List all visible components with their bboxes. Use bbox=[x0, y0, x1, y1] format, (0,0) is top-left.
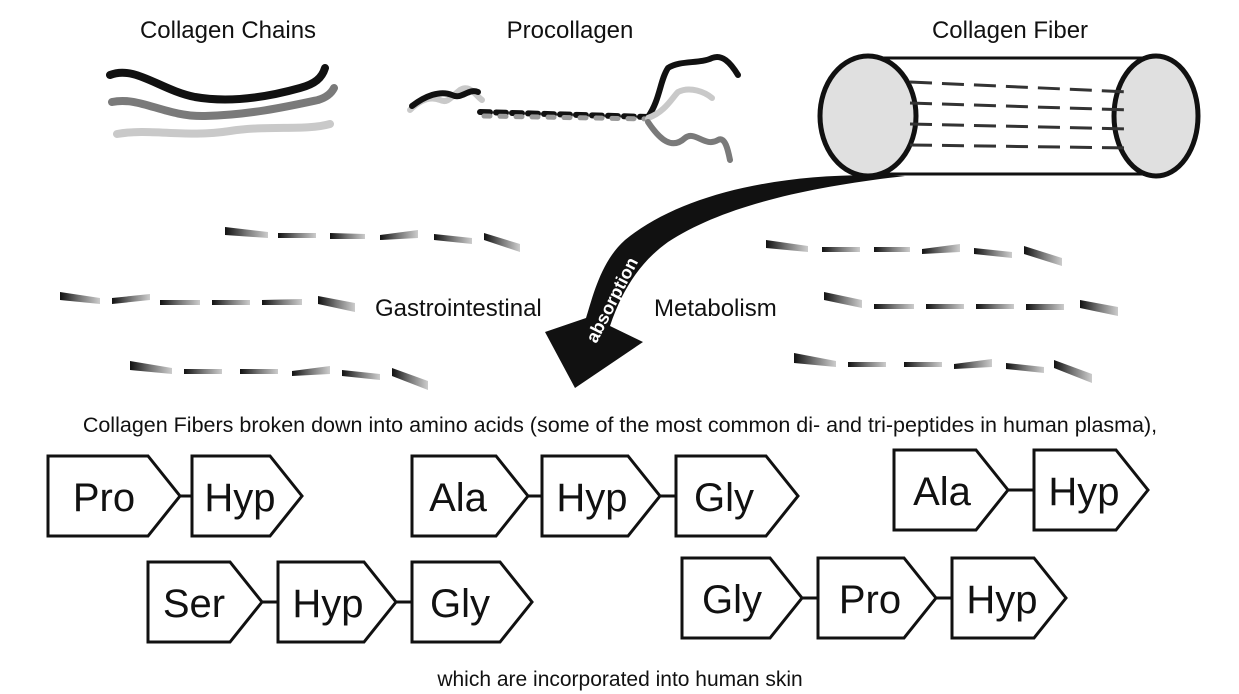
skin-caption: which are incorporated into human skin bbox=[436, 668, 802, 691]
amino-acid-label: Hyp bbox=[556, 476, 627, 520]
amino-acid-label: Ala bbox=[913, 470, 972, 514]
procollagen-illustration bbox=[410, 57, 738, 160]
amino-acid-label: Gly bbox=[702, 578, 762, 622]
chain-dark bbox=[110, 68, 325, 100]
peptide-chain: Gly Pro Hyp bbox=[682, 558, 1066, 638]
amino-acid-label: Hyp bbox=[204, 476, 275, 520]
fragment-row-1 bbox=[225, 227, 520, 252]
peptide-chains: Pro Hyp Ala Hyp Gly Ala Hyp bbox=[48, 450, 1148, 642]
amino-acid-label: Hyp bbox=[292, 582, 363, 626]
amino-acid-label: Hyp bbox=[966, 578, 1037, 622]
fragment-row-5 bbox=[824, 292, 1118, 316]
collagen-fiber-title: Collagen Fiber bbox=[932, 17, 1088, 44]
amino-acid-label: Gly bbox=[430, 582, 490, 626]
procollagen-title: Procollagen bbox=[507, 17, 634, 44]
amino-acid-label: Pro bbox=[839, 578, 901, 622]
collagen-fiber-illustration bbox=[820, 56, 1198, 176]
breakdown-caption: Collagen Fibers broken down into amino a… bbox=[83, 413, 1157, 437]
amino-acid-label: Ser bbox=[163, 582, 225, 626]
chain-light bbox=[117, 124, 330, 134]
fragment-row-2 bbox=[60, 292, 355, 312]
fragment-row-3 bbox=[130, 361, 428, 390]
fragment-row-4 bbox=[766, 240, 1062, 266]
amino-acid-label: Pro bbox=[73, 476, 135, 520]
peptide-chain: Ser Hyp Gly bbox=[148, 562, 532, 642]
peptide-chain: Ala Hyp Gly bbox=[412, 456, 798, 536]
metabolism-label: Metabolism bbox=[654, 295, 777, 322]
amino-acid-label: Gly bbox=[694, 476, 754, 520]
collagen-chains-illustration bbox=[110, 68, 334, 134]
absorption-arrow: absorption bbox=[545, 175, 905, 388]
peptide-chain: Ala Hyp bbox=[894, 450, 1148, 530]
amino-acid-label: Hyp bbox=[1048, 470, 1119, 514]
amino-acid-label: Ala bbox=[429, 476, 488, 520]
peptide-chain: Pro Hyp bbox=[48, 456, 302, 536]
collagen-chains-title: Collagen Chains bbox=[140, 17, 316, 44]
gastrointestinal-label: Gastrointestinal bbox=[375, 295, 542, 322]
fragment-row-6 bbox=[794, 353, 1092, 383]
